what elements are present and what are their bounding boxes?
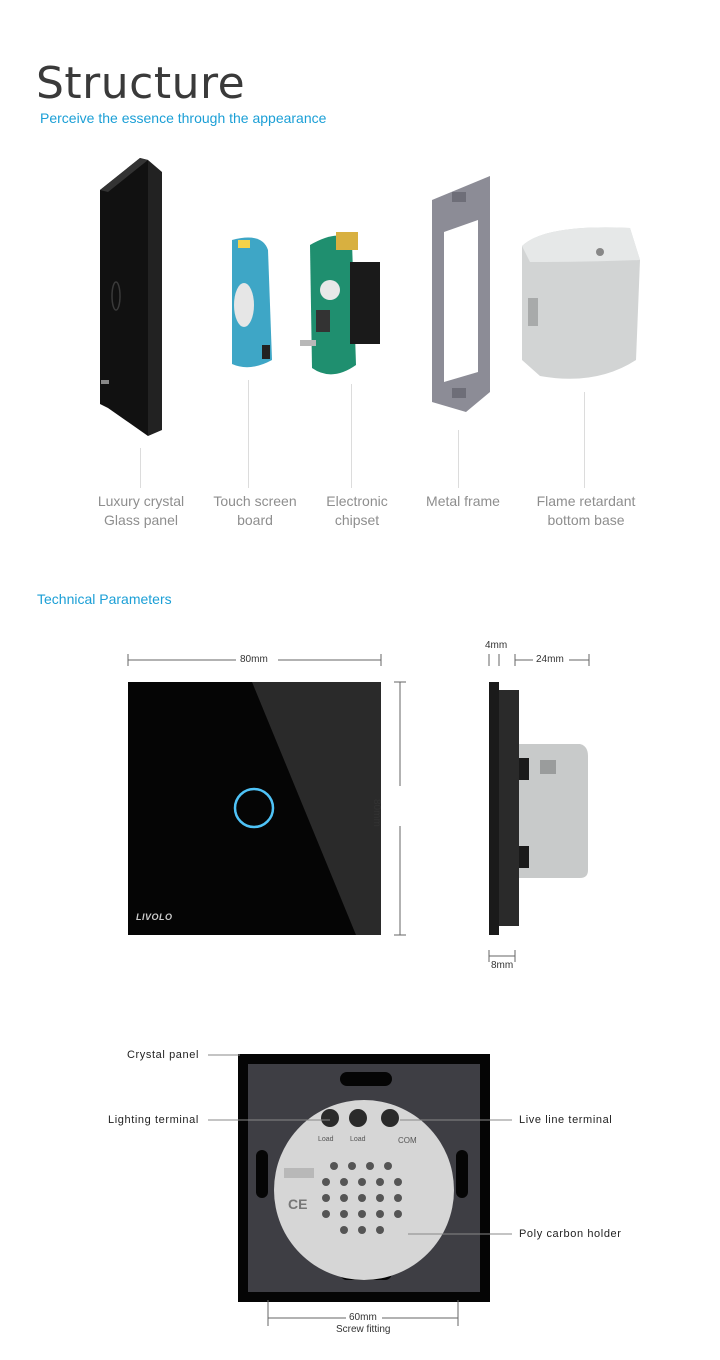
label-poly-carbon-holder: Poly carbon holder	[519, 1228, 622, 1240]
label-crystal-panel: Crystal panel	[127, 1049, 199, 1061]
caption-chipset: Electronic chipset	[292, 492, 422, 530]
terminal-mark: COM	[398, 1136, 417, 1145]
caption-line: Luxury crystal	[97, 493, 185, 509]
caption-line: chipset	[334, 512, 380, 528]
caption-line: Touch screen	[213, 493, 297, 509]
caption-touch-board: Touch screen board	[190, 492, 320, 530]
caption-line: bottom base	[547, 512, 625, 528]
connector-line	[248, 380, 249, 488]
depth-dimension: 24mm	[536, 654, 564, 665]
chipset-image	[300, 232, 380, 375]
caption-bottom-base: Flame retardant bottom base	[521, 492, 651, 530]
page-title: Structure	[36, 58, 246, 109]
touch-board-image	[232, 237, 272, 368]
dimension-drawing	[127, 654, 590, 962]
exploded-view	[100, 158, 640, 436]
front-panel-image	[128, 682, 381, 935]
connector-line	[351, 384, 352, 488]
caption-glass-panel: Luxury crystal Glass panel	[76, 492, 206, 530]
brand-logo: LIVOLO	[136, 912, 173, 922]
connector-line	[584, 392, 585, 488]
screw-fitting-label: Screw fitting	[336, 1324, 391, 1335]
caption-line: Electronic	[326, 493, 388, 509]
page-subtitle: Perceive the essence through the appeara…	[40, 110, 327, 126]
caption-line: Metal frame	[426, 493, 500, 509]
caption-line: board	[237, 512, 273, 528]
screw-distance: 60mm	[349, 1312, 377, 1323]
section-heading: Technical Parameters	[37, 591, 172, 607]
bottom-thickness: 8mm	[491, 960, 514, 971]
terminal-mark: Load	[350, 1136, 366, 1143]
metal-frame-image	[432, 176, 490, 412]
label-lighting-terminal: Lighting terminal	[108, 1114, 199, 1126]
caption-metal-frame: Metal frame	[398, 492, 528, 511]
label-live-line-terminal: Live line terminal	[519, 1114, 613, 1126]
connector-line	[458, 430, 459, 488]
caption-line: Flame retardant	[536, 493, 636, 509]
ce-mark: CE	[288, 1196, 308, 1212]
caption-line: Glass panel	[104, 512, 178, 528]
bottom-base-image	[522, 227, 640, 379]
width-dimension: 80mm	[240, 654, 268, 665]
back-plate-image	[238, 1054, 490, 1302]
connector-line	[140, 448, 141, 488]
panel-thickness: 4mm	[485, 640, 508, 651]
glass-panel-image	[100, 158, 162, 436]
vent-holes	[322, 1162, 402, 1234]
side-view-image	[488, 654, 590, 962]
terminal-mark: Load	[318, 1136, 334, 1143]
